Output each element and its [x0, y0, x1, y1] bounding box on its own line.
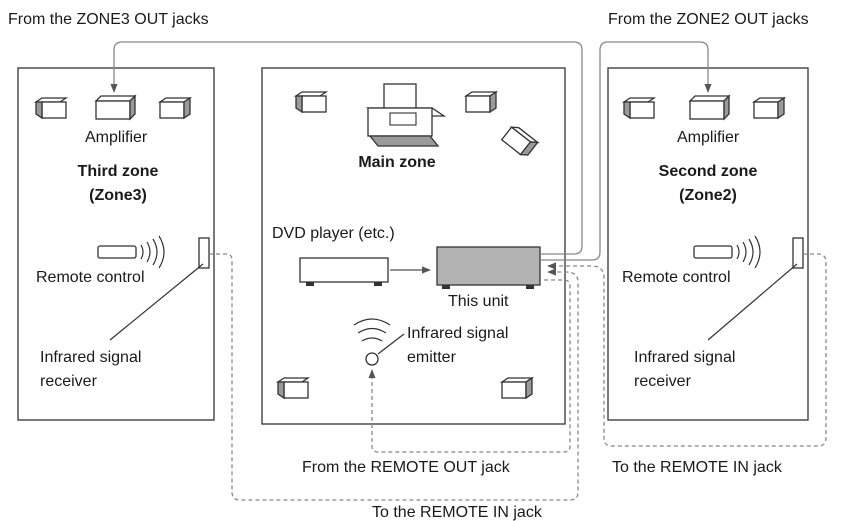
- remote-out-caption: From the REMOTE OUT jack: [302, 459, 511, 476]
- this-unit-label: This unit: [448, 293, 509, 310]
- zone2-remote-cable: [547, 253, 827, 447]
- main-surround-back-right-speaker: [501, 377, 533, 399]
- zone2-receiver-pointer: [707, 263, 798, 341]
- zone3-title: Third zone: [78, 163, 159, 180]
- zone2-amplifier-label: Amplifier: [677, 129, 740, 146]
- zone2-room: [607, 67, 809, 421]
- zone3-receiver-label-2: receiver: [40, 373, 98, 390]
- zone3-out-caption: From the ZONE3 OUT jacks: [8, 11, 209, 28]
- ir-emitter-icon: [353, 318, 391, 366]
- zone3-remote-label: Remote control: [36, 269, 145, 286]
- zone2-receiver-label-1: Infrared signal: [634, 349, 735, 366]
- zone2-remote-control-icon: [693, 235, 761, 269]
- zone3-subtitle: (Zone3): [89, 187, 147, 204]
- zone3-remote-in-caption: To the REMOTE IN jack: [372, 504, 543, 521]
- main-front-left-speaker: [295, 91, 327, 113]
- zone2-remote-label: Remote control: [622, 269, 731, 286]
- zone3-receiver-pointer: [109, 263, 204, 341]
- this-unit-device: [436, 246, 541, 289]
- main-surround-back-left-speaker: [277, 377, 309, 399]
- zone3-receiver-label-1: Infrared signal: [40, 349, 141, 366]
- zone2-subtitle: (Zone2): [679, 187, 737, 204]
- emitter-label-1: Infrared signal: [407, 325, 508, 342]
- emitter-label-2: emitter: [407, 349, 457, 366]
- main-zone-title: Main zone: [358, 154, 435, 171]
- zone2-remote-in-caption: To the REMOTE IN jack: [612, 459, 783, 476]
- main-center-speaker-tv: [365, 83, 447, 147]
- zone3-speaker-left: [35, 97, 67, 119]
- zone2-receiver-label-2: receiver: [634, 373, 692, 390]
- zone2-speaker-left: [623, 97, 655, 119]
- zone2-ir-receiver: [792, 237, 804, 269]
- zone3-room: [17, 67, 215, 421]
- zone3-audio-cable: [110, 41, 583, 255]
- zone3-speaker-right: [159, 97, 191, 119]
- zone2-speaker-right: [753, 97, 785, 119]
- main-front-right-speaker: [465, 91, 497, 113]
- zone2-audio-cable: [540, 41, 712, 261]
- zone3-amplifier-speaker: [94, 94, 137, 121]
- zone3-remote-cable: [209, 253, 579, 501]
- zone2-out-caption: From the ZONE2 OUT jacks: [608, 11, 809, 28]
- emitter-pointer: [377, 333, 405, 355]
- dvd-label: DVD player (etc.): [272, 225, 395, 242]
- zone3-remote-control-icon: [97, 235, 165, 269]
- zone3-amplifier-label: Amplifier: [85, 129, 148, 146]
- zone2-amplifier-speaker: [688, 94, 731, 121]
- remote-out-cable: [368, 279, 571, 453]
- zone3-ir-receiver: [198, 237, 210, 269]
- zone2-title: Second zone: [659, 163, 758, 180]
- dvd-player-device: [299, 257, 389, 286]
